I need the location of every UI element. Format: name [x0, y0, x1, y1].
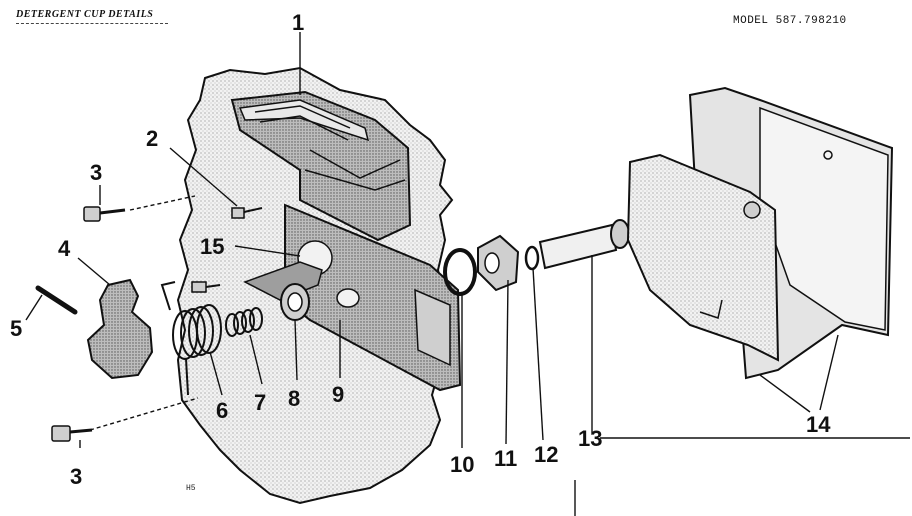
callout-12: 12: [534, 442, 558, 467]
part-4-latch: [86, 278, 154, 380]
leader-lines: [25, 32, 910, 516]
callout-4: 4: [58, 236, 71, 261]
callout-13: 13: [578, 426, 602, 451]
part-11-nut: [477, 234, 520, 292]
part-3-screw-lower: [51, 425, 93, 442]
part-14-dispenser-housing: [626, 86, 894, 380]
callout-6: 6: [216, 398, 228, 423]
part-12-washer: [524, 245, 540, 271]
model-number: MODEL 587.798210: [733, 15, 847, 27]
callout-15: 15: [200, 234, 224, 259]
part-6-torsion-spring: [160, 281, 222, 396]
callout-3-lower: 3: [70, 464, 82, 489]
part-13-shaft: [538, 219, 630, 270]
callout-3-upper: 3: [90, 160, 102, 185]
title-underline: [16, 23, 168, 24]
callout-8: 8: [288, 386, 300, 411]
callout-7: 7: [254, 390, 266, 415]
part-7-small-spring: [225, 307, 263, 337]
part-10-gasket: [443, 248, 477, 296]
screw-near-15: [191, 281, 221, 293]
callout-9: 9: [332, 382, 344, 407]
callout-1: 1: [292, 10, 304, 35]
callout-5: 5: [10, 316, 22, 341]
part-2-screw: [231, 207, 263, 219]
diagram-title: DETERGENT CUP DETAILS: [16, 9, 154, 20]
part-3-screw-upper: [83, 206, 126, 222]
callout-10: 10: [450, 452, 474, 477]
callout-2: 2: [146, 126, 158, 151]
part-5-pin: [35, 285, 78, 315]
part-8-bushing: [280, 283, 310, 321]
callout-11: 11: [494, 446, 517, 471]
part-1-detergent-cup: [230, 90, 412, 242]
sheet-code: H5: [186, 484, 196, 493]
callout-14: 14: [806, 412, 831, 437]
